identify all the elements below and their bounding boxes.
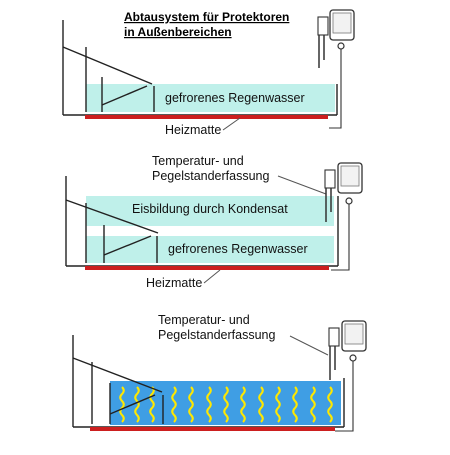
sensor-controller-icon: [328, 320, 367, 432]
frozen-water-label: gefrorenes Regenwasser: [165, 91, 305, 105]
frozen-water-label: gefrorenes Regenwasser: [168, 242, 308, 256]
panel-1: gefrorenes Regenwasser Heizmatte: [62, 9, 355, 137]
heat-wave-icon: [223, 386, 229, 423]
water-layer: [110, 381, 341, 425]
panel-2: Eisbildung durch Kondensat gefrorenes Re…: [65, 154, 363, 290]
heat-wave-icon: [206, 386, 212, 423]
heating-mat-leader: [222, 117, 241, 131]
sensor-controller-icon: [324, 162, 363, 271]
heat-wave-icon: [258, 386, 264, 423]
heat-waves: [119, 386, 333, 423]
heating-mat: [90, 427, 335, 431]
heat-wave-icon: [171, 386, 177, 423]
heating-mat-leader: [203, 269, 221, 284]
condensate-ice-label: Eisbildung durch Kondensat: [132, 202, 288, 216]
diagram-title-line2: in Außenbereichen: [124, 25, 232, 39]
heat-wave-icon: [119, 386, 125, 423]
heating-mat: [85, 266, 329, 270]
diagram-title-line1: Abtausystem für Protektoren: [124, 10, 289, 24]
heat-wave-icon: [275, 386, 281, 423]
panel-3: Temperatur- und Pegelstanderfassung: [72, 313, 367, 432]
ice-layer: [86, 196, 334, 226]
heat-wave-icon: [149, 386, 155, 423]
ice-layer: [86, 84, 335, 112]
heat-wave-icon: [310, 386, 316, 423]
sensor-label-line2: Pegelstanderfassung: [152, 169, 269, 183]
sensor-leader: [277, 175, 327, 195]
sensor-controller-icon: [317, 9, 355, 129]
heat-wave-icon: [292, 386, 298, 423]
sensor-label-line2: Pegelstanderfassung: [158, 328, 275, 342]
heat-wave-icon: [188, 386, 194, 423]
sensor-label-line1: Temperatur- und: [158, 313, 250, 327]
sensor-leader: [289, 335, 329, 356]
heating-mat-label: Heizmatte: [165, 123, 221, 137]
heat-wave-icon: [134, 386, 140, 423]
heating-mat-label: Heizmatte: [146, 276, 202, 290]
heat-wave-icon: [240, 386, 246, 423]
heating-mat: [85, 115, 328, 119]
heat-wave-icon: [327, 386, 333, 423]
sensor-label-line1: Temperatur- und: [152, 154, 244, 168]
ice-layer: [86, 236, 334, 263]
